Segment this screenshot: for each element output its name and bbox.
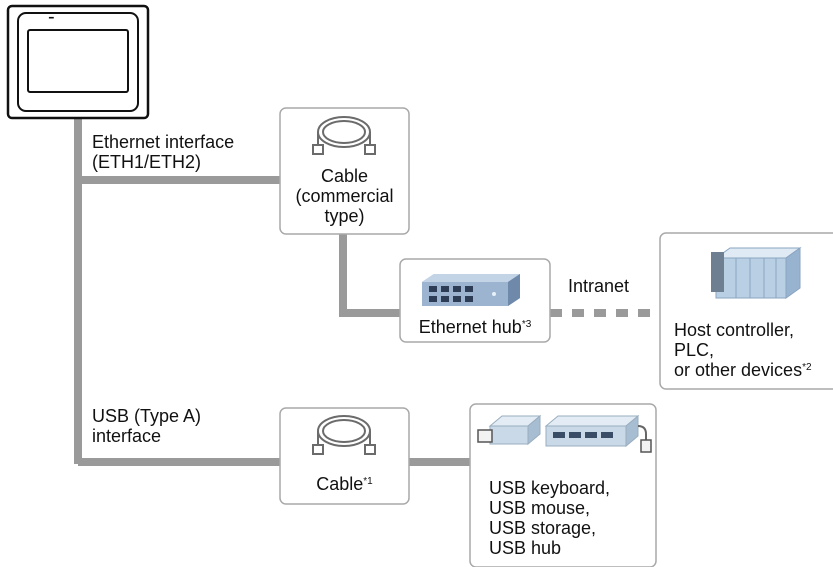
ethernet-cable-icon: [312, 116, 376, 155]
usb-devices-label: USB keyboard, USB mouse, USB storage, US…: [489, 478, 610, 558]
host-line2: PLC,: [674, 340, 715, 360]
host-line3: or other devices: [674, 360, 803, 380]
usb-interface-line2: interface: [92, 426, 162, 446]
ethernet-hub-label: Ethernet hub*3: [400, 317, 550, 337]
intranet-label: Intranet: [568, 276, 630, 296]
connection-lines: [74, 118, 660, 466]
ethernet-hub-text: Ethernet hub: [418, 317, 522, 337]
hub-line: [339, 234, 400, 317]
host-line1: Host controller,: [674, 320, 795, 340]
usb-devices-line2: USB mouse,: [489, 498, 591, 518]
host-note: *2: [802, 362, 812, 373]
usb-cable-label: Cable*1: [280, 474, 409, 494]
display-device: [6, 4, 150, 120]
ethernet-interface-label: Ethernet interface (ETH1/ETH2): [92, 132, 234, 172]
cable-commercial-line2: (commercial: [295, 186, 394, 206]
usb-cable-text: Cable: [316, 474, 364, 494]
host-label: Host controller, PLC, or other devices*2: [674, 320, 812, 380]
plc-icon: [711, 247, 802, 299]
cable-commercial-box: [279, 107, 410, 235]
usb-interface-line1: USB (Type A): [92, 406, 202, 426]
ethernet-interface-line2: (ETH1/ETH2): [92, 152, 202, 172]
usb-interface-label: USB (Type A) interface: [92, 406, 201, 446]
cable-commercial-line1: Cable: [320, 166, 369, 186]
cable-commercial-line3: type): [324, 206, 365, 226]
ethernet-hub-note: *3: [521, 319, 532, 330]
hub-icon: [422, 274, 520, 306]
cable-commercial-label: Cable (commercial type): [280, 166, 409, 226]
usb-cable-box: [279, 407, 410, 505]
usb-memory-icon: [477, 414, 542, 446]
usb-devices-line3: USB storage,: [489, 518, 597, 538]
usb-hub-icon: [544, 414, 652, 453]
device-label: -: [48, 6, 55, 28]
usb-devices-line4: USB hub: [489, 538, 562, 558]
ethernet-interface-line1: Ethernet interface: [92, 132, 235, 152]
usb-devices-line1: USB keyboard,: [489, 478, 611, 498]
host-line3-wrap: or other devices*2: [674, 360, 812, 380]
usb-cable-note: *1: [363, 476, 373, 487]
usb-cable-icon: [312, 415, 376, 455]
